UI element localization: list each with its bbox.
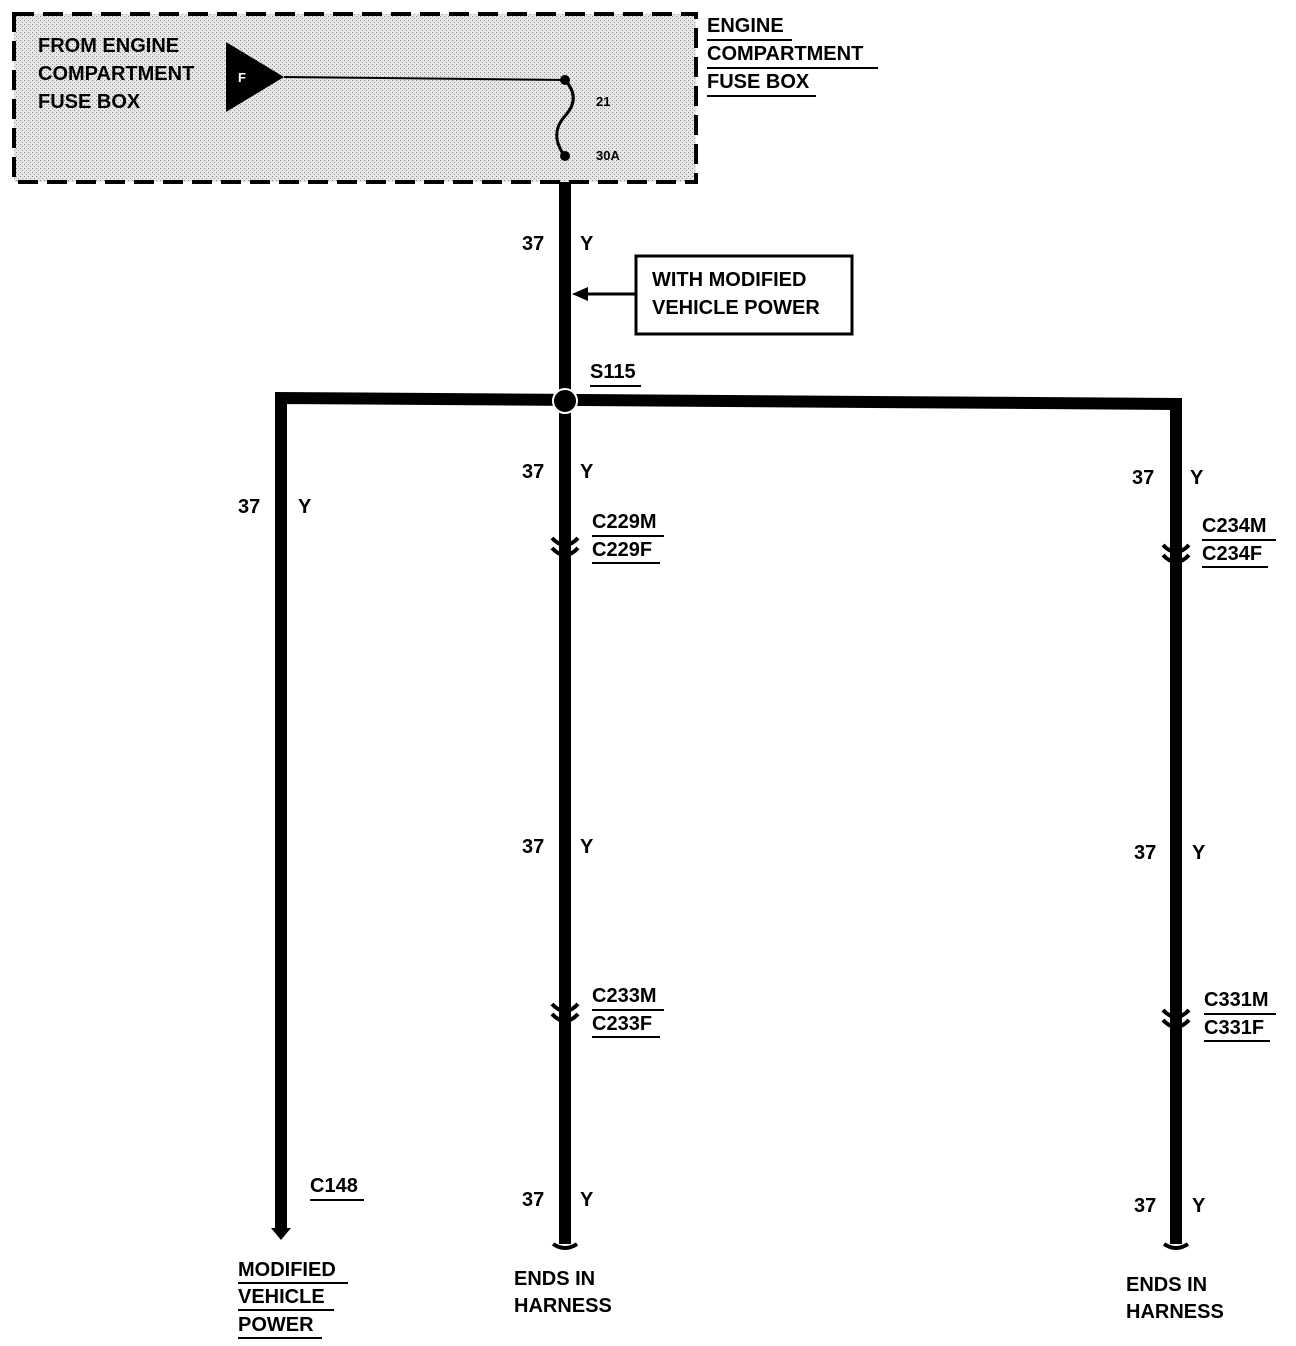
connector-c229-female: C229F — [592, 539, 652, 561]
connector-c148-label: C148 — [310, 1175, 358, 1197]
connector-c148: C148 — [271, 1175, 364, 1240]
endpoint-right-line-1: ENDS IN — [1126, 1274, 1207, 1296]
connector-c233-female: C233F — [592, 1013, 652, 1035]
connector-arrow-icon — [271, 1228, 291, 1240]
wire-color-label: Y — [298, 496, 312, 518]
splice-s115: S115 — [552, 361, 641, 414]
fuse-box-source-line-3: FUSE BOX — [38, 91, 141, 113]
endpoint-right-line-2: HARNESS — [1126, 1301, 1224, 1323]
connector-male-icon — [1161, 543, 1191, 554]
fuse-box-region: FROM ENGINE COMPARTMENT FUSE BOX F 21 30… — [12, 12, 698, 184]
fuse-number: 21 — [596, 94, 610, 109]
wire-circuit-label: 37 — [1134, 1195, 1156, 1217]
wire-color-label: Y — [1190, 467, 1204, 489]
connector-c229-male: C229M — [592, 511, 656, 533]
wire-circuit-label: 37 — [522, 836, 544, 858]
wire-color-label: Y — [580, 1189, 594, 1211]
fuse-box-title-line-3: FUSE BOX — [707, 71, 810, 93]
connector-c234-female: C234F — [1202, 543, 1262, 565]
connector-female-icon — [550, 546, 580, 557]
fuse-box-title-line-1: ENGINE — [707, 15, 784, 37]
wires — [275, 182, 1182, 1244]
option-box-line-2: VEHICLE POWER — [652, 297, 820, 319]
option-arrow-icon — [572, 287, 588, 301]
endpoint-left-line-2: VEHICLE — [238, 1286, 325, 1308]
fuse-rating: 30A — [596, 148, 620, 163]
connector-male-icon — [1161, 1008, 1191, 1019]
connector-female-icon — [1161, 1018, 1191, 1029]
branch-wire — [275, 391, 1182, 1244]
option-box-line-1: WITH MODIFIED — [652, 269, 806, 291]
connector-c331-female: C331F — [1204, 1017, 1264, 1039]
fuse-box-source-line-2: COMPARTMENT — [38, 63, 194, 85]
feed-wire — [283, 76, 566, 81]
connector-c331-male: C331M — [1204, 989, 1268, 1011]
wire-color-label: Y — [580, 836, 594, 858]
wire-labels: 37 Y 37 Y 37 Y 37 Y 37 Y 37 Y 37 Y 37 Y — [238, 233, 1206, 1217]
wire-circuit-label: 37 — [1134, 842, 1156, 864]
connector-female-icon — [1161, 553, 1191, 564]
endpoint-center: ENDS IN HARNESS — [514, 1268, 612, 1317]
connector-female-icon — [550, 1012, 580, 1023]
connector-c233-male: C233M — [592, 985, 656, 1007]
connector-c229: C229M C229F — [550, 511, 664, 564]
wire-circuit-label: 37 — [522, 461, 544, 483]
endpoint-left-line-1: MODIFIED — [238, 1259, 336, 1281]
connector-c233: C233M C233F — [550, 985, 664, 1038]
connector-c234: C234M C234F — [1161, 515, 1276, 568]
wire-circuit-label: 37 — [238, 496, 260, 518]
fuse-symbol-icon — [555, 78, 575, 157]
endpoint-left-line-3: POWER — [238, 1314, 314, 1336]
fuse-box-title-line-2: COMPARTMENT — [707, 43, 863, 65]
option-box: WITH MODIFIED VEHICLE POWER — [572, 254, 854, 336]
endpoint-right: ENDS IN HARNESS — [1126, 1274, 1224, 1323]
terminal-letter: F — [238, 70, 246, 85]
wire-color-label: Y — [1192, 842, 1206, 864]
wire-color-label: Y — [580, 233, 594, 255]
connector-male-icon — [550, 1002, 580, 1013]
wire-circuit-label: 37 — [522, 1189, 544, 1211]
endpoint-center-line-2: HARNESS — [514, 1295, 612, 1317]
wire-color-label: Y — [1192, 1195, 1206, 1217]
wire-color-label: Y — [580, 461, 594, 483]
power-source-triangle-icon: F — [226, 42, 284, 112]
splice-label: S115 — [590, 361, 636, 383]
endpoint-left: MODIFIED VEHICLE POWER — [238, 1259, 348, 1339]
harness-end-icon — [1162, 1242, 1190, 1250]
harness-end-icon — [551, 1242, 579, 1250]
endpoint-center-line-1: ENDS IN — [514, 1268, 595, 1290]
wire-circuit-label: 37 — [522, 233, 544, 255]
connector-male-icon — [550, 536, 580, 547]
connector-c234-male: C234M — [1202, 515, 1266, 537]
wire-circuit-label: 37 — [1132, 467, 1154, 489]
fuse-box-title: ENGINE COMPARTMENT FUSE BOX — [707, 15, 878, 97]
connector-c331: C331M C331F — [1161, 989, 1276, 1042]
fuse-box-source-line-1: FROM ENGINE — [38, 35, 179, 57]
